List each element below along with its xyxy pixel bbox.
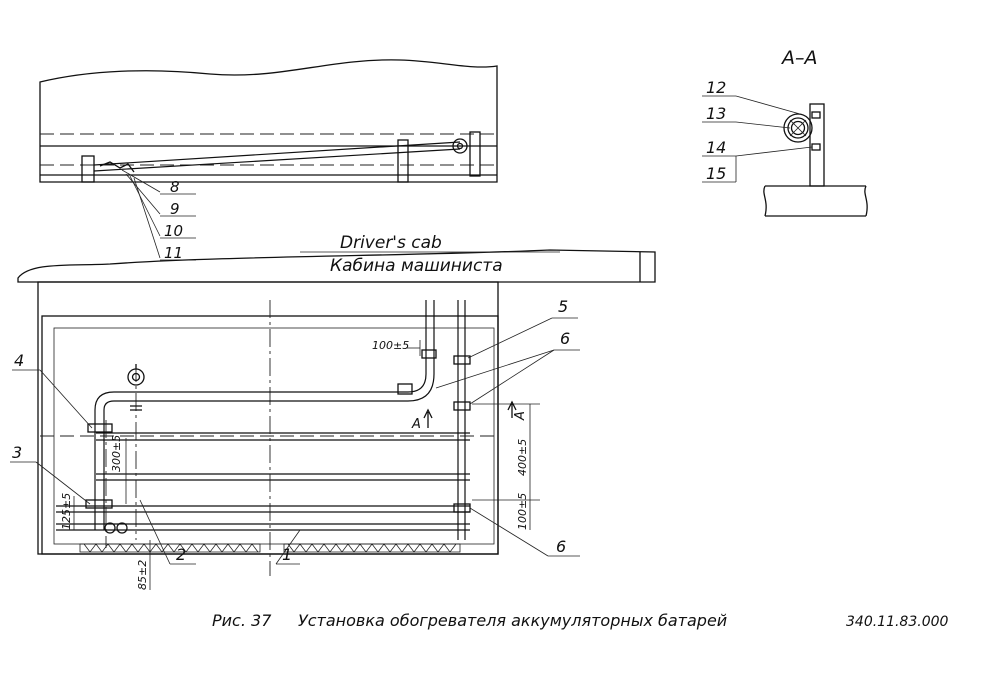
clamp-3	[85, 499, 113, 509]
dim-100-right: 100±5	[516, 493, 529, 530]
pipe-outer	[783, 113, 813, 143]
valve-bottom-2	[104, 522, 116, 534]
callout-11: 11	[164, 244, 183, 262]
caption-doc-number: 340.11.83.000	[846, 614, 949, 630]
bracket-left	[81, 155, 95, 183]
section-mark-a-upper: A	[411, 417, 421, 432]
callout-1: 1	[282, 545, 292, 564]
dim-100-top: 100±5	[372, 339, 409, 352]
bracket-right	[469, 131, 481, 177]
section-title: A–A	[780, 47, 818, 69]
section-a-a: A–A 12 13 14 15	[702, 47, 868, 217]
bracket-mid	[397, 139, 409, 183]
callout-5: 5	[558, 297, 568, 316]
caption-title: Установка обогревателя аккумуляторных ба…	[298, 611, 727, 630]
caption-figure: Рис. 37	[212, 611, 272, 630]
clamp-4	[87, 423, 113, 433]
section-mark-a-right: A	[513, 411, 528, 421]
main-frame	[37, 281, 499, 555]
dim-400: 400±5	[516, 439, 529, 476]
callout-6-lower: 6	[556, 537, 566, 556]
dim-85: 85±2	[136, 560, 149, 590]
callout-8: 8	[170, 178, 180, 196]
callout-4: 4	[14, 351, 24, 370]
cab-label-en: Driver's cab	[340, 233, 442, 253]
callout-9: 9	[170, 200, 180, 218]
callout-12: 12	[706, 78, 726, 97]
callout-15: 15	[706, 164, 726, 183]
callout-14: 14	[706, 138, 726, 157]
callout-6-upper: 6	[560, 329, 570, 348]
callout-13: 13	[706, 104, 726, 123]
main-view: 100±5 300±5 400±5 100±5 125±5 85±2 A A 4…	[10, 281, 580, 590]
cab-label-ru: Кабина машиниста	[330, 256, 503, 276]
pipe-end-flange	[452, 138, 468, 154]
grating-left	[79, 543, 261, 553]
dim-300: 300±5	[110, 435, 123, 472]
cab-banner: Driver's cab Кабина машиниста	[17, 233, 656, 283]
figure-caption: Рис. 37 Установка обогревателя аккумулят…	[212, 611, 949, 630]
grating-right	[283, 543, 461, 553]
callout-2: 2	[176, 545, 186, 564]
valve-bottom-1	[116, 522, 128, 534]
callout-10: 10	[164, 222, 183, 240]
dim-125: 125±5	[60, 493, 73, 530]
callout-3: 3	[12, 443, 22, 462]
top-view: 8 9 10 11	[39, 59, 498, 262]
